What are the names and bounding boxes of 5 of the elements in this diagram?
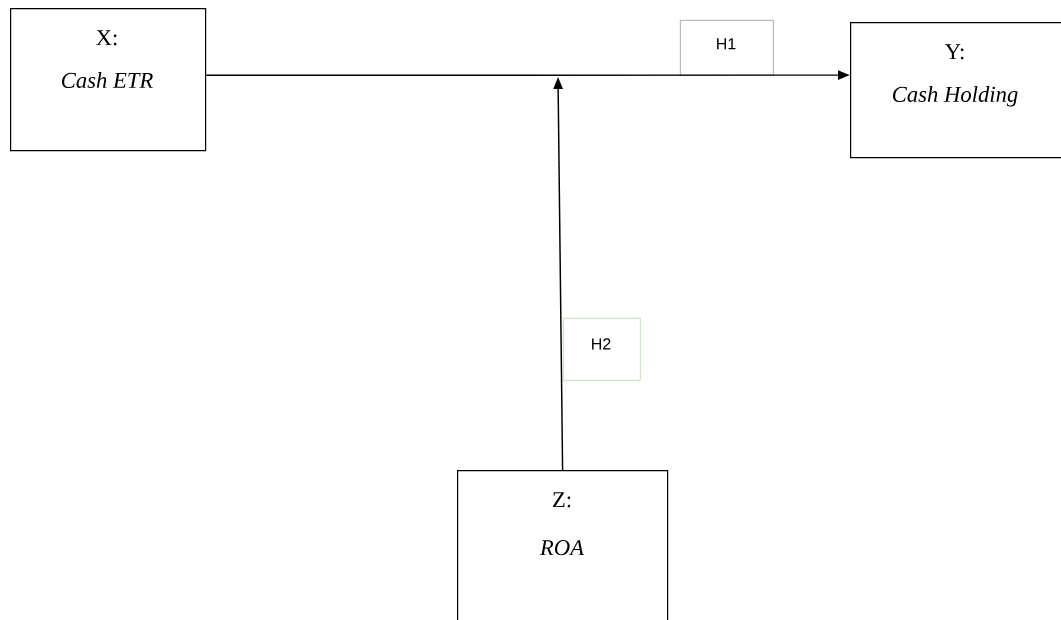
- variable-box: Y: Cash Holding: [850, 22, 1061, 159]
- hypothesis-box: H2: [563, 318, 641, 381]
- variable-box: X: Cash ETR: [10, 8, 207, 152]
- hypothesis-box: H1: [680, 20, 774, 76]
- variable-box: Z: ROA: [457, 470, 669, 620]
